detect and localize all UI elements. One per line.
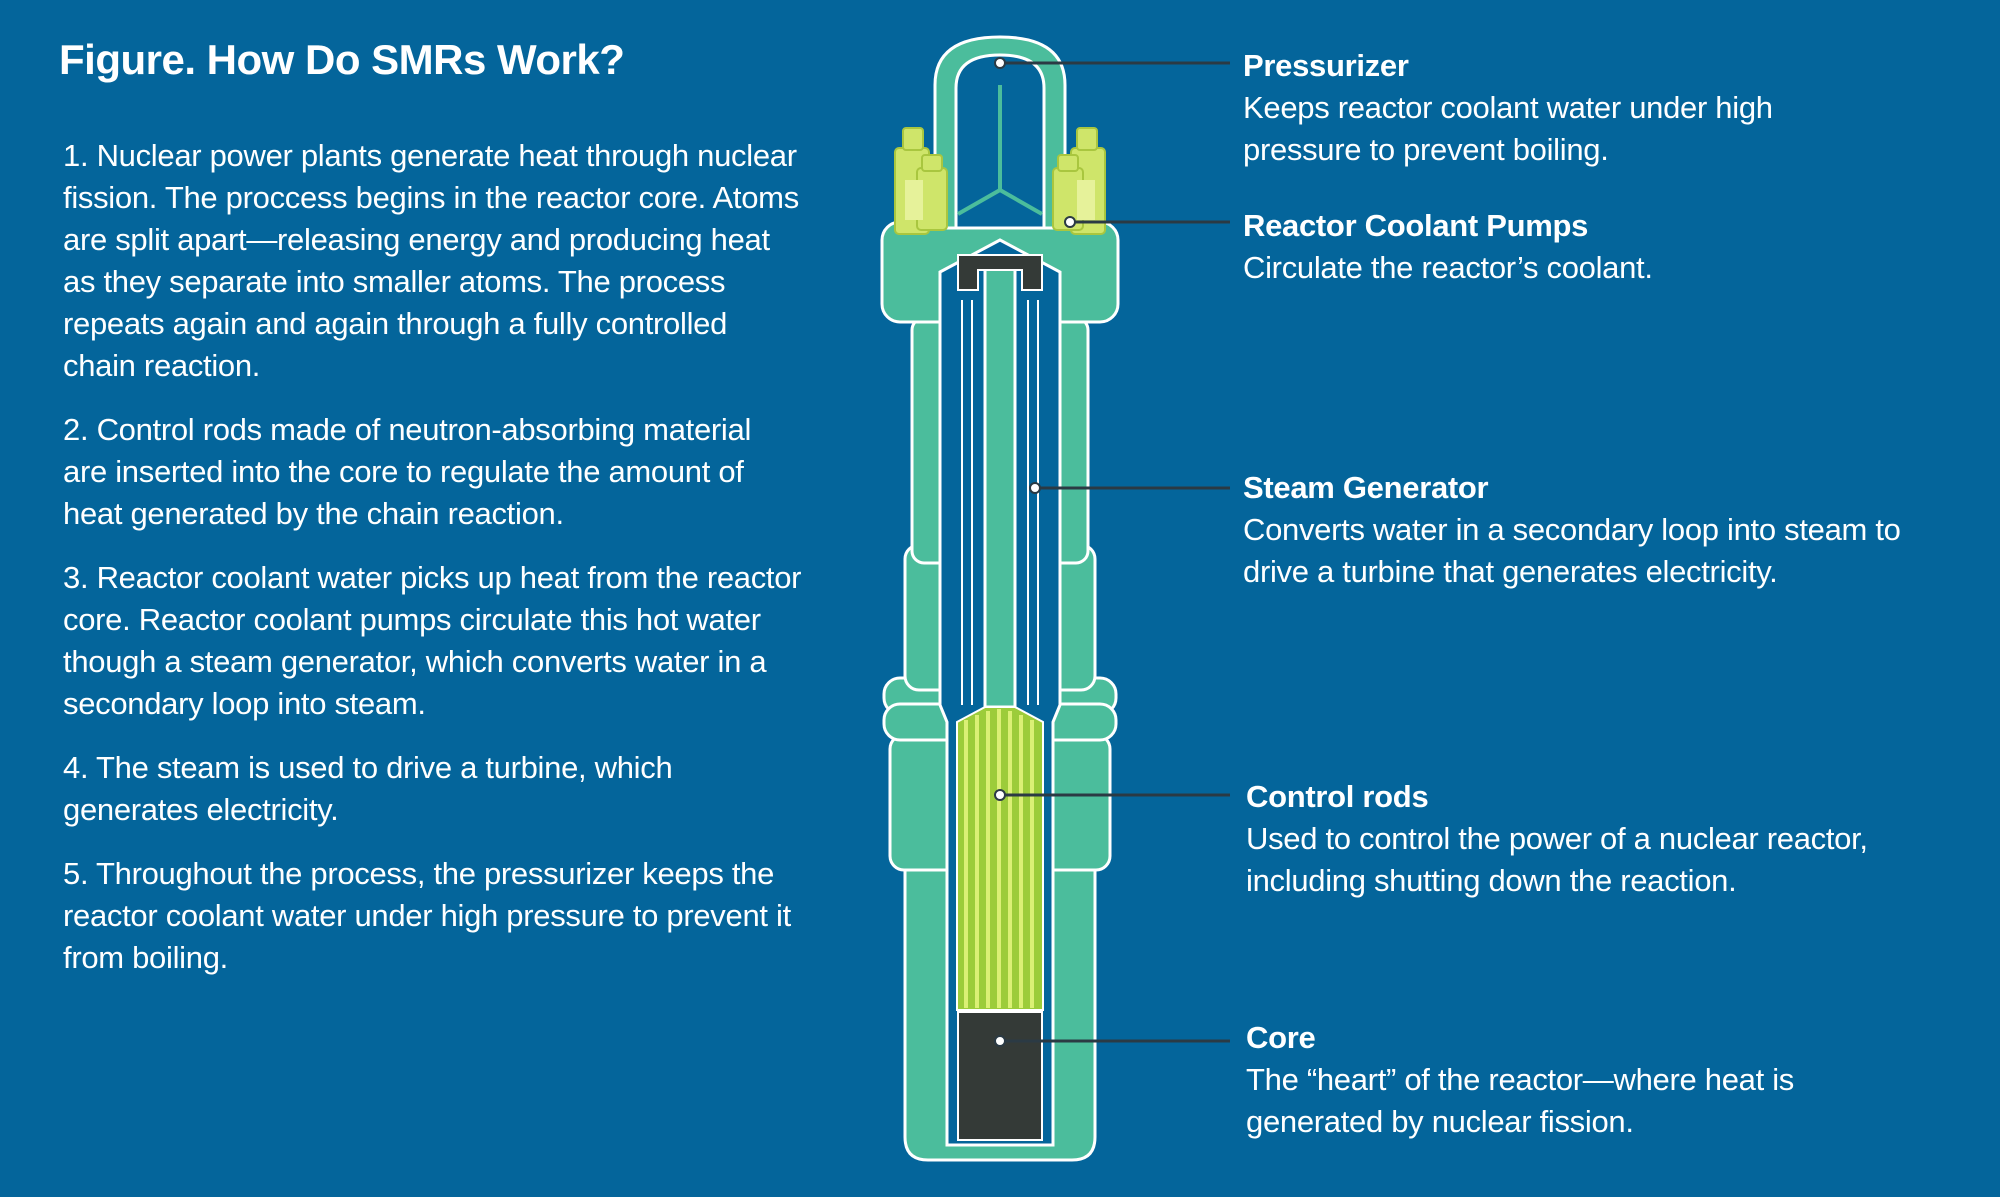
reactor-coolant-pumps [894,127,1106,235]
callout-pressurizer: Pressurizer Keeps reactor coolant water … [1243,45,2000,171]
callout-title: Steam Generator [1243,470,1489,505]
callout-control-rods: Control rods Used to control the power o… [1246,776,2000,902]
control-rods [956,706,1044,1011]
leader-lines [1000,61,1230,1043]
step-1: 1. Nuclear power plants generate heat th… [63,138,799,383]
head-dark-cap [957,254,1043,291]
callout-title: Control rods [1246,779,1429,814]
leader-dots [994,57,1076,1047]
steam-generator-tubes [961,300,1039,705]
pressurizer-internals [957,85,1043,216]
process-steps: 1. Nuclear power plants generate heat th… [63,135,803,1001]
control-rod-stripes [964,709,1034,1008]
step-3: 3. Reactor coolant water picks up heat f… [63,560,802,721]
callout-description: Keeps reactor coolant water under high p… [1243,90,1773,167]
callout-core: Core The “heart” of the reactor—where he… [1246,1017,2000,1143]
callout-title: Pressurizer [1243,48,1409,83]
callout-reactor-coolant-pumps: Reactor Coolant Pumps Circulate the reac… [1243,205,2000,289]
callout-description: Used to control the power of a nuclear r… [1246,821,1868,898]
callout-description: Circulate the reactor’s coolant. [1243,250,1653,285]
left-pump-group [894,127,948,235]
callout-title: Reactor Coolant Pumps [1243,208,1589,243]
reactor-core [957,1011,1043,1141]
right-pump-group [1052,127,1106,235]
step-5: 5. Throughout the process, the pressuriz… [63,856,791,975]
callout-steam-generator: Steam Generator Converts water in a seco… [1243,467,2000,593]
step-4: 4. The steam is used to drive a turbine,… [63,750,673,827]
central-riser [983,260,1017,709]
step-2: 2. Control rods made of neutron-absorbin… [63,412,752,531]
callout-title: Core [1246,1020,1316,1055]
figure-title: Figure. How Do SMRs Work? [59,36,625,83]
callout-description: The “heart” of the reactor—where heat is… [1246,1062,1794,1139]
callout-description: Converts water in a secondary loop into … [1243,512,1901,589]
